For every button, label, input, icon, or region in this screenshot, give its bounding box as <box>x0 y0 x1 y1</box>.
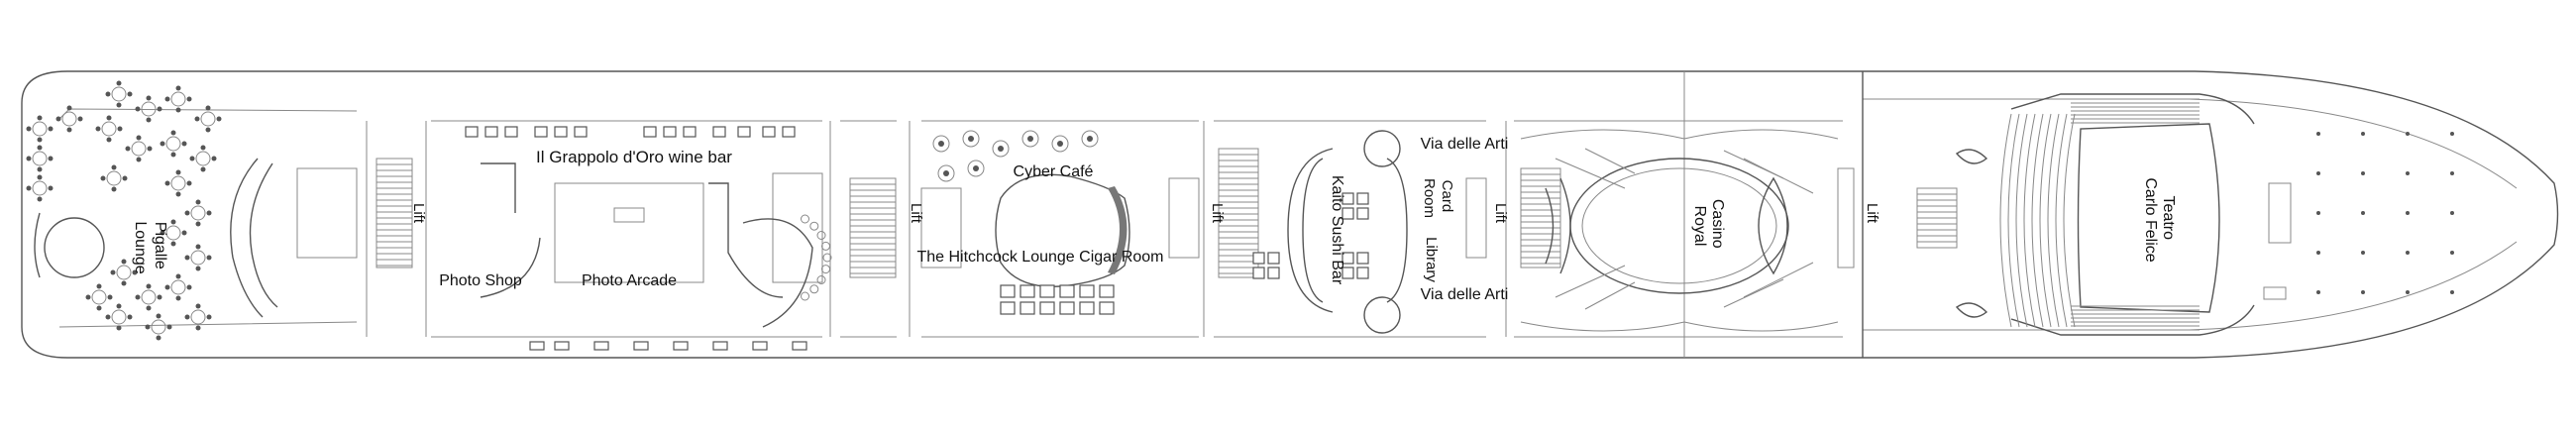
cigar-room-seats <box>1000 284 1115 315</box>
hull-outline <box>21 70 2559 359</box>
kaito-bar-outline <box>1287 148 1334 313</box>
wine-bar-seats <box>465 126 832 301</box>
bow-box <box>2263 286 2287 300</box>
hitchcock-lounge-outline <box>995 173 1130 288</box>
theatre-stage <box>2077 123 2220 313</box>
photo-arcade-label: Photo Arcade <box>582 272 677 289</box>
pigalle-dance-floor <box>44 217 105 278</box>
hitchcock-label: The Hitchcock Lounge Cigar Room <box>916 249 1163 266</box>
wine-bar-counter <box>708 182 784 298</box>
casino-rails <box>1555 148 1814 310</box>
photo-shop-label: Photo Shop <box>439 272 522 289</box>
theatre-box-bottom <box>1955 302 1988 318</box>
casino-concourse <box>1520 129 1839 332</box>
lift-label-5: Lift <box>1864 203 1880 224</box>
card-room-label: Card Room <box>1421 178 1455 218</box>
casino-label: Casino Royal <box>1691 199 1726 253</box>
bow-equipment <box>2268 182 2292 244</box>
hull-inner-line <box>1863 98 2518 331</box>
grappolo-label: Il Grappolo d'Oro wine bar <box>536 148 732 166</box>
kaito-rotunda-bottom <box>1363 296 1401 334</box>
theatre-box-top <box>1955 149 1988 164</box>
photo-arcade-block <box>554 182 704 283</box>
bow-deck-markers <box>2316 132 2454 294</box>
via-delle-arti-bottom-label: Via delle Arti <box>1421 286 1509 303</box>
corridor-benches <box>529 341 807 351</box>
cyber-cafe-tables <box>932 130 1099 182</box>
kaito-label: Kaito Sushi Bar <box>1329 175 1345 285</box>
photo-shop-counter <box>480 162 541 298</box>
kaito-rotunda-top <box>1363 130 1401 167</box>
casino-floor-inner <box>1581 167 1777 284</box>
theatre-seating-top <box>2010 93 2255 125</box>
stair-treads <box>376 154 1957 274</box>
photo-arcade-kiosk <box>613 207 645 223</box>
corridor-walls <box>58 108 1843 338</box>
pigalle-furniture <box>26 80 222 341</box>
kaito-seats <box>1252 192 1369 279</box>
theatre-seat-rows <box>1999 98 2200 331</box>
library-label: Library <box>1423 237 1440 282</box>
pigalle-bar <box>34 158 278 318</box>
casino-tables-left <box>1545 177 1571 274</box>
pigalle-label: Pigalle Lounge <box>132 221 168 273</box>
lift-label-2: Lift <box>908 203 924 224</box>
wine-bar-curve <box>742 218 813 328</box>
lift-label-3: Lift <box>1209 203 1226 224</box>
teatro-label: Teatro Carlo Felice <box>2142 177 2177 262</box>
library-outline <box>1386 158 1408 303</box>
theatre-seating-bottom <box>2010 304 2255 336</box>
casino-bar <box>1758 176 1788 275</box>
lift-label-1: Lift <box>410 203 427 224</box>
hitchcock-bar <box>1108 186 1127 274</box>
lift-label-4: Lift <box>1492 203 1509 224</box>
cyber-cafe-label: Cyber Café <box>1014 163 1094 180</box>
via-delle-arti-top-label: Via delle Arti <box>1421 136 1509 153</box>
